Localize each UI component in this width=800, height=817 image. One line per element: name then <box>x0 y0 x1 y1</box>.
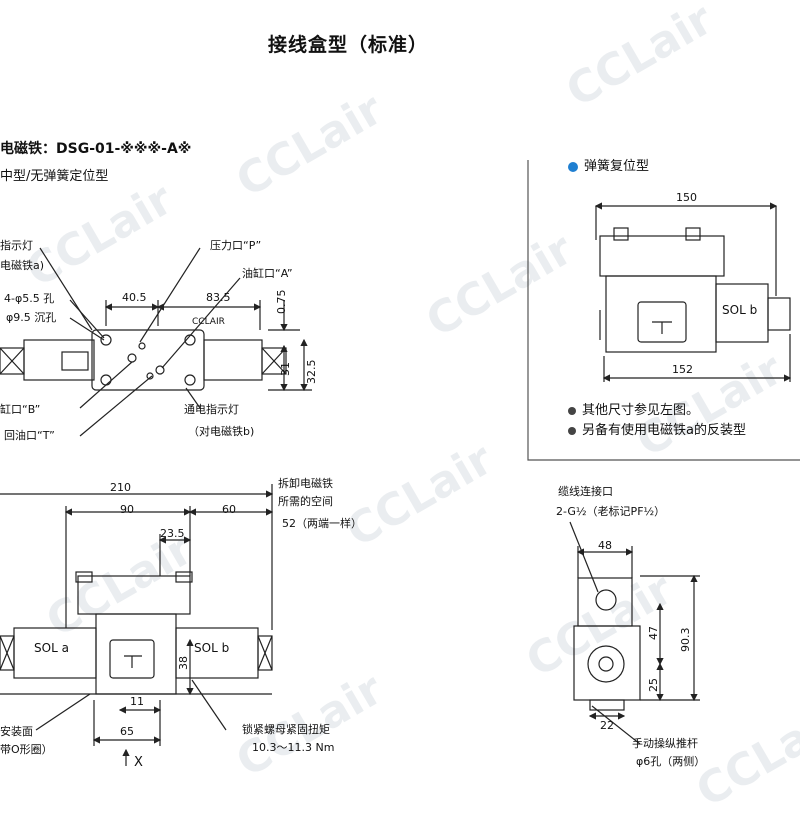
dim-65: 65 <box>120 725 134 738</box>
left-section-heading: 电磁铁：DSG-01-※※※-A※ <box>0 141 192 157</box>
dim-90: 90 <box>120 503 134 516</box>
side-view-dimensions <box>569 521 700 745</box>
spring-sol-b: SOL b <box>722 303 758 317</box>
dim-31: 31 <box>279 362 292 376</box>
dim-90-3: 90.3 <box>679 627 692 653</box>
indicator-b-label-2: （对电磁铁b) <box>188 425 255 438</box>
dim-25: 25 <box>647 678 660 692</box>
indicator-b-label: 通电指示灯 <box>184 403 239 416</box>
spring-return-heading: 弹簧复位型 <box>568 160 649 173</box>
removal-space-label-3: 52（两端一样） <box>282 517 362 530</box>
manual-lever-label: 手动操纵推杆 <box>632 737 698 750</box>
removal-space-label: 拆卸电磁铁 <box>278 477 333 490</box>
indicator-a-label: 指示灯 <box>0 239 33 252</box>
dim-23-5: 23.5 <box>160 527 185 540</box>
dim-83-5: 83.5 <box>206 291 231 304</box>
dim-40-5: 40.5 <box>122 291 147 304</box>
counterbore-label: φ9.5 沉孔 <box>6 311 57 324</box>
bullet-icon <box>568 406 576 415</box>
cable-port-label: 缆线连接口 <box>558 485 613 498</box>
dim-22: 22 <box>600 719 614 732</box>
port-a-label: 油缸口“A” <box>242 267 293 280</box>
port-t-label: 回油口“T” <box>4 429 55 442</box>
side-view-valve <box>573 577 641 711</box>
spring-return-dimensions <box>594 202 792 382</box>
plan-view-valve <box>0 329 287 391</box>
brand-plate: CCLAIR <box>192 317 225 327</box>
dim-32-5: 32.5 <box>305 359 318 385</box>
dim-210: 210 <box>110 481 131 494</box>
removal-space-label-2: 所需的空间 <box>278 495 333 508</box>
note-2: 另备有使用电磁铁a的反装型 <box>568 424 746 437</box>
dim-150: 150 <box>676 191 697 204</box>
indicator-a-label-2: 电磁铁a) <box>0 259 45 272</box>
dim-0-75: 0.75 <box>275 289 288 315</box>
port-b-label: 缸口“B” <box>0 403 41 416</box>
page-title: 接线盒型（标准） <box>268 34 429 56</box>
front-view-dimensions <box>0 484 274 766</box>
blue-dot-icon <box>568 161 578 172</box>
note-1: 其他尺寸参见左图。 <box>568 404 699 417</box>
front-view-valve <box>0 571 273 695</box>
holes-label: 4-φ5.5 孔 <box>4 292 55 305</box>
plan-view-dimensions <box>39 247 312 437</box>
front-sol-b: SOL b <box>194 641 230 655</box>
left-section-subheading: 中型/无弹簧定位型 <box>0 169 109 184</box>
mounting-face-label: 安装面 <box>0 725 33 738</box>
dim-11: 11 <box>130 695 144 708</box>
front-sol-a: SOL a <box>34 641 69 655</box>
manual-lever-hole: φ6孔（两侧） <box>636 755 706 768</box>
technical-drawing <box>0 160 800 766</box>
dim-60: 60 <box>222 503 236 516</box>
dim-38: 38 <box>177 656 190 670</box>
dim-48: 48 <box>598 539 612 552</box>
torque-value: 10.3～11.3 Nm <box>252 741 335 754</box>
bullet-icon <box>568 426 576 435</box>
dim-152: 152 <box>672 363 693 376</box>
port-p-label: 压力口“P” <box>210 239 262 252</box>
spring-return-valve <box>599 227 791 353</box>
dim-47: 47 <box>647 626 660 640</box>
torque-label: 锁紧螺母紧固扭矩 <box>242 723 330 736</box>
view-arrow-x: X <box>134 755 143 770</box>
cable-port-spec: 2-G½（老标记PF½） <box>556 505 666 518</box>
mounting-face-label-2: 带O形圈） <box>0 743 53 756</box>
spring-return-frame <box>527 160 800 461</box>
